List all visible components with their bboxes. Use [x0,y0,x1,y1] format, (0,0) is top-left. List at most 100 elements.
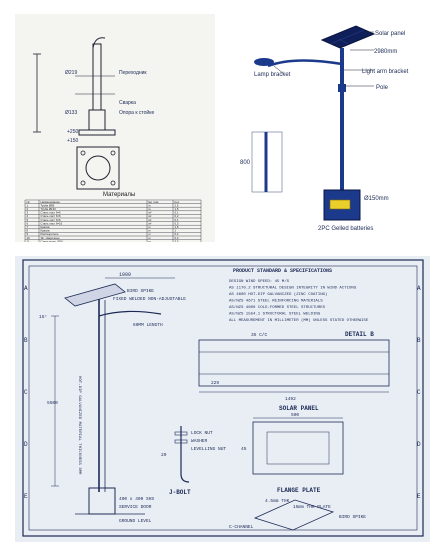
callout-shs: 400 x 400 SHS [119,496,154,502]
table-cell: 9 [27,232,29,236]
table-cell: 5 [27,218,29,222]
table-cell: 4 [27,214,29,218]
jbolt-label-locknut: LOCK NUT [191,430,213,436]
dim-150: Ø150mm [364,196,389,202]
callout-galvanized: HOT-DIP GALVANIZED MATERIAL THICKNESS 3M… [77,376,81,475]
solar-panel-shape [320,25,376,49]
callout-15deg: 15° [39,314,47,320]
flange-label-cchannel: C-CHANNEL [229,524,254,530]
table-cell: 1,5 [175,225,179,229]
jbolt-label-washer: WASHER [191,438,208,444]
jbolt-label-20: 20 [161,452,167,458]
table-cell: 2 [27,207,29,211]
row-letter-right: C [417,389,421,396]
table-cell: 2,5 [175,203,179,207]
table-cell: 7 [27,225,29,229]
table-cell: 0,3 [175,236,179,240]
base-plate-shape [78,129,116,136]
table-cell: Сталь лист δ=6 [41,211,62,215]
pole-drawing: Переходник Сварка Опора к стойке Ø219 Ø1… [24,37,202,242]
spec-line: AS 1170.2 STRUCTURAL DESIGN INTEGRITY IN… [229,287,357,291]
sheet-frame [22,259,424,537]
upper-pole-shape [92,43,102,111]
solar-dim-45: 45 [241,446,247,452]
table-header-cell: Наименование [41,200,61,204]
dim-2980: 2980mm [374,49,397,55]
spec-list: DESIGN WIND SPEED: 45 M/S AS 1170.2 STRUC… [229,279,369,323]
solar-light-panel: Solar panel Lamp bracket Light arm brack… [224,14,424,246]
table-cell: Эл. сварочные [41,236,61,240]
row-letter-right: A [417,285,421,292]
flange-title: FLANGE PLATE [277,487,321,494]
pole-drawing-panel: Переходник Сварка Опора к стойке Ø219 Ø1… [15,14,215,242]
spec-line: AS 4600 HOT-DIP GALVANIZED (ZINC COATING… [229,292,327,297]
table-cell: Растворитель [41,232,59,236]
lamp-head-shape [254,58,274,66]
table-cell: кг [149,225,151,229]
solar-panel-title: SOLAR PANEL [279,405,319,412]
arm-shape [98,310,162,317]
spec-line: DESIGN WIND SPEED: 45 M/S [229,279,290,284]
light-arm-shape [267,59,343,68]
detail-b-dim-1: 35 C/C [251,332,268,338]
table-header-cell: № [27,200,30,204]
spec-line: AS/NZS 4600 COLD-FORMED STEEL STRUCTURES [229,305,326,310]
battery-shape [329,199,351,210]
flange-plate-shape [253,499,335,531]
table-cell: Сталь лист δ=6 [41,218,62,222]
table-cell: 0,4 [175,232,179,236]
annotation-text: +150 [67,138,78,144]
table-cell: 0,2 [175,214,179,218]
callout-service-door: SERVICE DOOR [119,504,152,510]
table-cell: кг [149,232,151,236]
lower-pole-shape [88,109,106,131]
row-letter-left: B [24,337,28,344]
table-cell: Сталь кругл. Ø16 [41,239,64,242]
annotation-text: +250 [67,129,78,135]
callout-60mm: 60MM LENGTH [133,322,163,328]
row-letter-left: A [24,285,28,292]
annotation-text: Опора к стойке [119,109,154,116]
table-cell: 0,1 [175,211,179,215]
table-cell: 0,3 [175,221,179,225]
flange-label-45: 4.5mm THK [265,498,290,504]
row-letter-left: E [24,493,28,500]
panel-side-shape [64,283,126,307]
detail-b-frame [198,339,390,387]
solar-panel-outline [252,421,344,475]
table-title: Материалы [103,192,135,198]
row-letter-left: D [24,441,28,448]
table-cell: Труба Ø89 [41,203,55,207]
row-letter-right: E [417,493,421,500]
solar-light-drawing: Solar panel Lamp bracket Light arm brack… [240,25,409,232]
table-cell: 0,1 [175,218,179,222]
jbolt-title: J-BOLT [169,489,191,496]
callout-5500: 5500 [47,400,58,406]
annotation-text: Ø219 [65,70,77,76]
table-cell: м² [149,218,152,222]
table-cell: 3,5 [175,239,179,242]
table-cell: м² [149,214,152,218]
annotation-text: Переходник [119,70,147,76]
jbolt-label-levelling: LEVELLING NUT [191,446,226,452]
label-batteries: 2PC Gelled batteries [318,226,373,232]
spec-heading: PRODUCT STANDARD & SPECIFICATIONS [233,268,332,274]
detail-b-title: DETAIL B [345,331,374,338]
table-cell: 10 [27,236,31,240]
pole-base-box [88,487,116,515]
detail-b-dim-3: 1492 [285,396,296,402]
table-cell: Краска [41,225,50,229]
detail-b-dim-2: 229 [211,380,219,386]
spec-line: AS/NZS 4671 STEEL REINFORCING MATERIALS [229,299,323,304]
table-cell: Сталь лист δ=6 [41,214,62,218]
table-header-cell: Кол [175,200,180,204]
annotation-text: Сварка [119,100,136,106]
callout-fixed: FIXED WELDED NON-ADJUSTABLE [113,296,186,302]
flange-label-bird: BIRD SPIKE [339,514,366,520]
pole-shape [340,48,344,208]
table-cell: 1,5 [175,207,179,211]
table-cell: кг [149,236,151,240]
pole-arm-shape [92,37,106,49]
annotation-text: Ø133 [65,110,77,116]
